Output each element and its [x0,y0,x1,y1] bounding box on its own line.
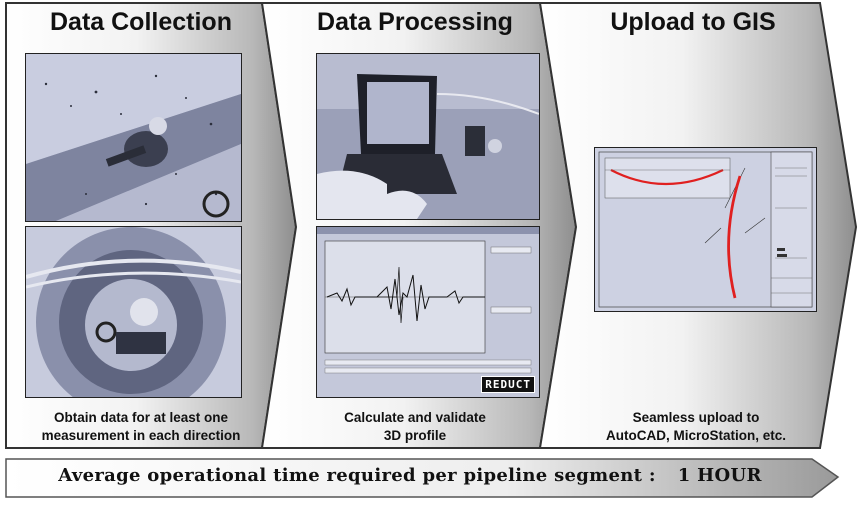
stage-caption-processing: Calculate and validate 3D profile [280,409,550,445]
caption-line: 3D profile [383,428,447,443]
reduct-logo: REDUCT [481,376,535,393]
footer-value: 1 HOUR [677,465,762,486]
caption-line: Seamless upload to [632,410,760,425]
stage-title-collection: Data Collection [50,8,232,36]
caption-line: AutoCAD, MicroStation, etc. [605,428,786,443]
stage-title-processing: Data Processing [317,8,513,36]
footer-arrow-bar [5,458,840,498]
stage-title-gis: Upload to GIS [610,8,776,36]
software-screenshot: REDUCT [316,226,540,398]
stage-caption-collection: Obtain data for at least one measurement… [6,409,276,445]
caption-line: Calculate and validate [344,410,486,425]
footer-label: Average operational time required per pi… [58,465,656,486]
manhole-photo [25,226,242,398]
trench-photo [25,53,242,222]
gis-drawing [594,147,817,312]
caption-line: measurement in each direction [41,428,241,443]
stage-caption-gis: Seamless upload to AutoCAD, MicroStation… [556,409,836,445]
laptop-photo [316,53,540,220]
caption-line: Obtain data for at least one [53,410,229,425]
footer-summary: Average operational time required per pi… [0,465,820,486]
